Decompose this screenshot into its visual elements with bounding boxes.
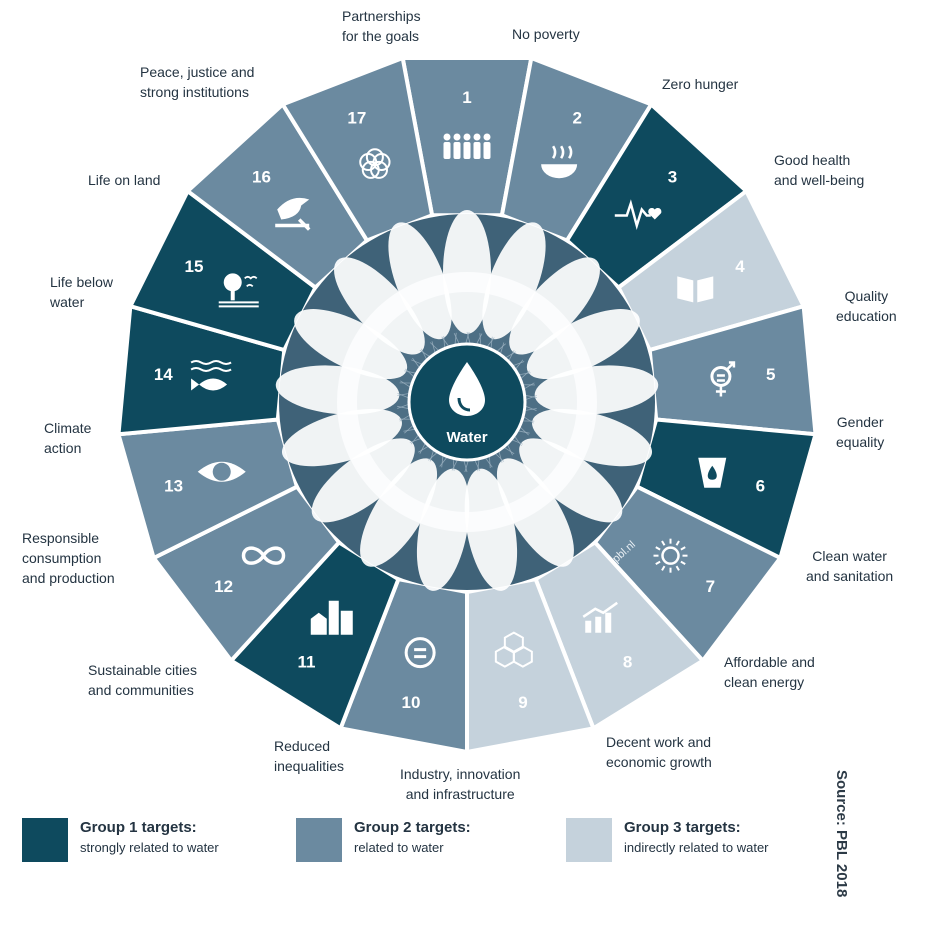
petal-6 [532, 408, 653, 467]
goal-label-17: Partnerships for the goals [342, 8, 421, 44]
goal-label-1: No poverty [512, 26, 580, 42]
source-note: Source: PBL 2018 [833, 770, 850, 898]
goal-number-12: 12 [214, 577, 233, 596]
legend-group-1: Group 1 targets: strongly related to wat… [22, 818, 219, 870]
infinity-icon [241, 546, 286, 565]
water-drop-icon [449, 362, 485, 416]
goal-label-12: Responsible consumption and production [22, 530, 115, 586]
goal-number-17: 17 [347, 109, 366, 128]
fish-icon [190, 359, 232, 391]
goal-label-16: Peace, justice and strong institutions [140, 64, 255, 100]
goal-number-9: 9 [518, 693, 527, 712]
goal-number-7: 7 [706, 577, 715, 596]
legend-swatch-group-3 [566, 818, 612, 862]
goal-label-2: Zero hunger [662, 76, 739, 92]
goal-label-8: Decent work and economic growth [606, 734, 712, 770]
legend-title-group-2: Group 2 targets: [354, 819, 471, 836]
petal-3 [509, 257, 600, 355]
goal-label-9: Industry, innovation and infrastructure [400, 766, 521, 802]
legend-swatch-group-1 [22, 818, 68, 862]
family-icon [443, 133, 491, 159]
growth-chart-icon [582, 601, 618, 633]
goal-label-14: Life below water [50, 274, 114, 310]
earth-eye-icon [197, 461, 246, 482]
goal-label-3: Good health and well-being [774, 152, 865, 188]
water-center: Water [407, 342, 527, 462]
petal-1 [443, 210, 491, 334]
goal-number-5: 5 [766, 365, 775, 384]
petal-7 [519, 438, 623, 523]
legend-desc-group-2: related to water [354, 840, 444, 855]
goal-label-6: Clean water and sanitation [806, 548, 894, 584]
goal-label-4: Quality education [836, 288, 897, 324]
goal-segment-17 [279, 55, 435, 243]
food-bowl-icon [541, 145, 578, 179]
flower-rings-icon [359, 148, 391, 179]
equals-icon [404, 637, 436, 669]
sun-power-icon [653, 538, 688, 573]
petal-9 [464, 468, 518, 591]
goal-number-14: 14 [154, 365, 173, 384]
goal-number-2: 2 [572, 109, 581, 128]
goal-number-8: 8 [623, 652, 632, 671]
petal-11 [360, 458, 438, 567]
legend-desc-group-3: indirectly related to water [624, 840, 769, 855]
petal-17 [388, 222, 452, 340]
goal-label-10: Reduced inequalities [274, 738, 345, 774]
legend-title-group-1: Group 1 targets: [80, 819, 197, 836]
goal-number-15: 15 [185, 257, 204, 276]
goal-number-16: 16 [252, 168, 271, 187]
petal-5 [534, 365, 659, 415]
goal-number-4: 4 [735, 257, 745, 276]
petal-13 [281, 408, 402, 467]
heartbeat-icon [614, 199, 662, 231]
goal-number-13: 13 [164, 476, 183, 495]
goal-number-1: 1 [462, 88, 471, 107]
legend-group-2: Group 2 targets: related to water [296, 818, 471, 870]
book-icon [677, 276, 714, 303]
tree-bird-icon [218, 273, 259, 308]
petal-4 [526, 309, 640, 380]
goal-label-5: Gender equality [836, 414, 885, 450]
cubes-icon [494, 631, 533, 668]
city-icon [310, 600, 353, 635]
petal-12 [311, 438, 415, 523]
petal-8 [496, 458, 574, 567]
gender-icon [710, 361, 736, 397]
goal-number-6: 6 [756, 476, 765, 495]
petal-16 [334, 257, 425, 355]
goal-label-15: Life on land [88, 172, 161, 188]
petal-2 [482, 222, 546, 340]
goal-label-11: Sustainable cities and communities [88, 662, 197, 698]
legend-title-group-3: Group 3 targets: [624, 819, 741, 836]
center-label: Water [446, 429, 487, 446]
petal-15 [294, 309, 408, 380]
petal-14 [275, 365, 400, 415]
goal-number-3: 3 [668, 168, 677, 187]
goal-label-13: Climate action [44, 420, 92, 456]
legend-group-3: Group 3 targets: indirectly related to w… [566, 818, 769, 870]
legend-swatch-group-2 [296, 818, 342, 862]
water-drop-glass-icon [698, 457, 727, 488]
goal-label-7: Affordable and clean energy [724, 654, 815, 690]
goal-number-10: 10 [401, 693, 420, 712]
goal-number-11: 11 [297, 652, 315, 671]
dove-gavel-icon [275, 197, 311, 231]
legend-desc-group-1: strongly related to water [80, 840, 219, 855]
